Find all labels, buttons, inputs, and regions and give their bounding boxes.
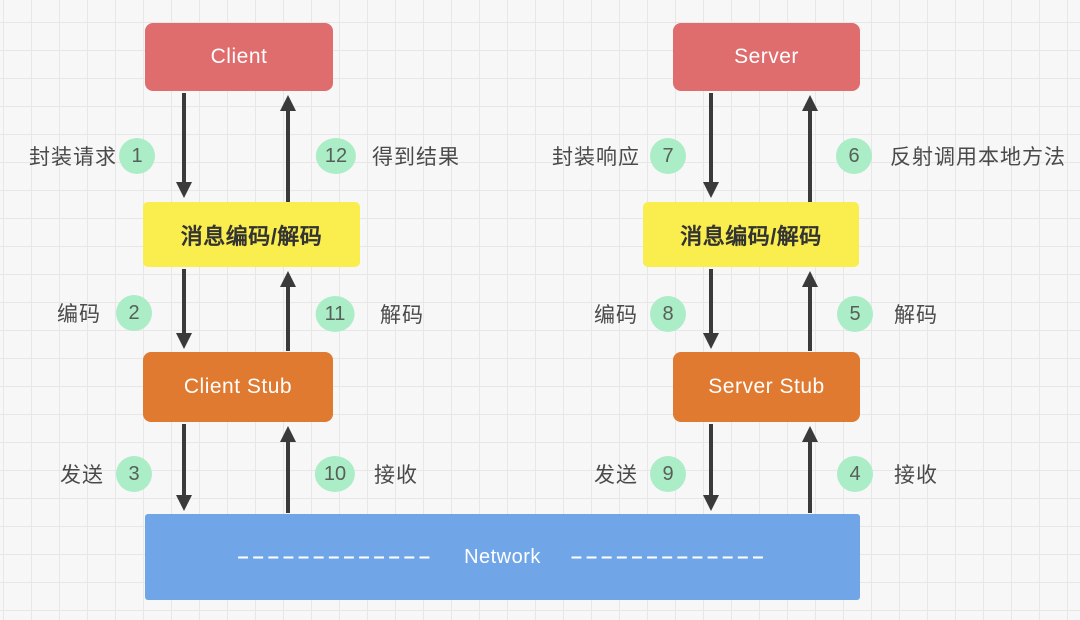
arrow-codec-to-server-icon xyxy=(802,95,818,202)
arrow-server-to-codec-icon xyxy=(703,93,719,198)
client-stub-label: Client Stub xyxy=(183,375,293,398)
client-codec-label: 消息编码/解码 xyxy=(180,223,323,249)
network-node: ––––––––––––– Network ––––––––––––– xyxy=(145,514,860,600)
step-10-label: 接收 xyxy=(374,464,418,487)
step-11-label: 解码 xyxy=(380,304,424,327)
step-5-badge: 5 xyxy=(837,296,873,332)
step-8-label: 编码 xyxy=(594,304,638,327)
client-node-label: Client xyxy=(210,45,268,68)
arrow-codec-to-clientstub-icon xyxy=(176,269,192,349)
step-7-label: 封装响应 xyxy=(552,146,640,169)
network-dashes-right: ––––––––––––– xyxy=(570,545,768,568)
step-2-badge: 2 xyxy=(116,295,152,331)
arrow-serverstub-to-network-icon xyxy=(703,424,719,511)
step-1-label: 封装请求 xyxy=(29,146,117,169)
client-stub-node: Client Stub xyxy=(143,352,333,422)
arrow-network-to-serverstub-icon xyxy=(802,426,818,513)
server-node-label: Server xyxy=(734,45,799,68)
step-7-badge: 7 xyxy=(650,138,686,174)
server-codec-node: 消息编码/解码 xyxy=(643,202,859,267)
step-11-badge: 11 xyxy=(315,296,355,332)
client-node: Client xyxy=(145,23,333,91)
network-label: Network xyxy=(464,545,541,568)
arrow-client-to-codec-icon xyxy=(176,93,192,198)
server-codec-label: 消息编码/解码 xyxy=(680,223,822,249)
step-5-label: 解码 xyxy=(894,304,938,327)
step-2-label: 编码 xyxy=(57,303,101,326)
server-stub-label: Server Stub xyxy=(708,375,825,398)
step-4-label: 接收 xyxy=(894,464,938,487)
step-3-badge: 3 xyxy=(116,456,152,492)
step-9-label: 发送 xyxy=(594,464,638,487)
arrow-clientstub-to-codec-icon xyxy=(280,271,296,351)
server-stub-node: Server Stub xyxy=(673,352,860,422)
step-6-badge: 6 xyxy=(836,138,872,174)
step-1-badge: 1 xyxy=(119,138,155,174)
step-3-label: 发送 xyxy=(60,464,104,487)
server-node: Server xyxy=(673,23,860,91)
step-4-badge: 4 xyxy=(837,456,873,492)
step-12-badge: 12 xyxy=(315,138,357,174)
step-9-badge: 9 xyxy=(650,456,686,492)
step-12-label: 得到结果 xyxy=(372,146,460,169)
network-dashes-left: ––––––––––––– xyxy=(237,545,435,568)
client-codec-node: 消息编码/解码 xyxy=(143,202,360,267)
arrow-network-to-clientstub-icon xyxy=(280,426,296,513)
step-8-badge: 8 xyxy=(650,296,686,332)
step-10-badge: 10 xyxy=(314,456,356,492)
arrow-serverstub-to-codec-icon xyxy=(802,271,818,351)
step-6-label: 反射调用本地方法 xyxy=(890,146,1066,169)
arrow-codec-to-client-icon xyxy=(280,95,296,202)
arrow-codec-to-serverstub-icon xyxy=(703,269,719,349)
arrow-clientstub-to-network-icon xyxy=(176,424,192,511)
